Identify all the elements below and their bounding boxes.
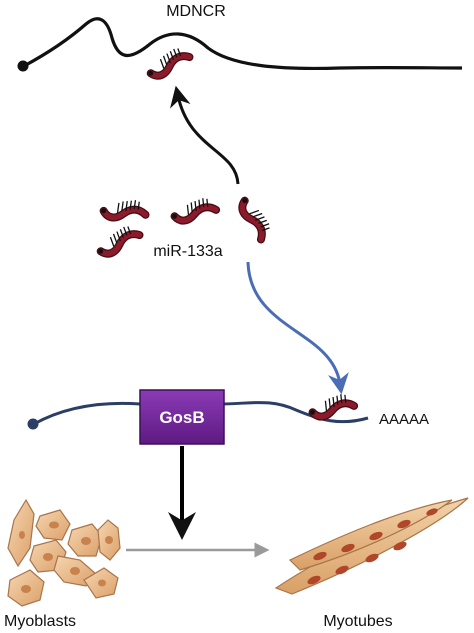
- mrna-5prime-cap: [27, 418, 39, 430]
- mdncr-label: MDNCR: [166, 3, 226, 20]
- myotube-nucleus: [307, 575, 321, 585]
- gosb-gene-box: GosB: [139, 389, 225, 445]
- free-mirna: [170, 197, 216, 222]
- mrna-strand: [27, 401, 369, 430]
- myotube-nucleus: [335, 565, 349, 575]
- myotube-nucleus: [313, 551, 327, 561]
- myotube: [288, 499, 453, 571]
- lncrna-strand: [17, 17, 463, 72]
- bound-mirna-gosb: [308, 393, 354, 418]
- mirna-label: miR-133a: [153, 243, 222, 260]
- lncrna-5prime-cap: [17, 60, 29, 72]
- myoblasts-label: Myoblasts: [4, 613, 76, 630]
- myotube: [274, 497, 469, 595]
- myotube-nucleus: [365, 553, 379, 563]
- myotube-nucleus: [341, 543, 355, 553]
- sponge-arrow: [170, 85, 240, 185]
- myotube-nucleus: [393, 541, 407, 551]
- myotube-nucleus: [397, 519, 411, 529]
- myotube-nucleus: [369, 531, 383, 541]
- free-mirna: [239, 193, 273, 242]
- myotubes-cluster: [274, 497, 469, 595]
- target-arrow: [246, 261, 349, 395]
- myoblasts-cluster: [7, 498, 121, 607]
- polya-tail-label: AAAAA: [379, 411, 429, 428]
- gosb-label: GosB: [159, 408, 204, 427]
- free-mirna: [100, 196, 147, 222]
- free-mirna: [93, 223, 142, 257]
- myotube-nucleus: [426, 508, 438, 516]
- myotubes-label: Myotubes: [323, 613, 392, 630]
- bound-mirna-mdncr: [143, 45, 192, 79]
